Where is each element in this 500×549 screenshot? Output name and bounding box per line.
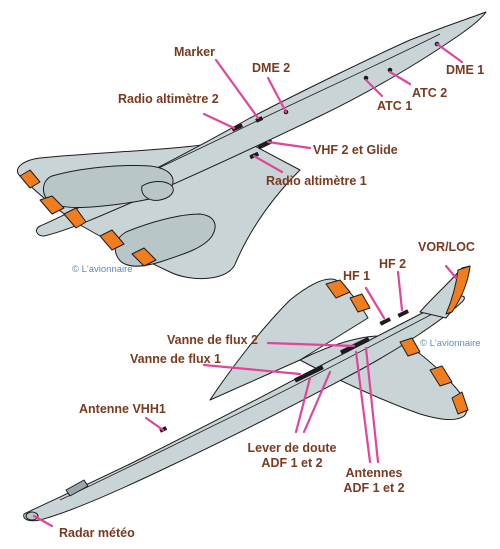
leader-radio-alt1 (252, 154, 284, 174)
label-lever-line1: Lever de doute (247, 441, 337, 455)
label-radio-alt2: Radio altimètre 2 (118, 92, 219, 106)
leader-vor-loc (444, 264, 458, 280)
bottom-elevon-1 (325, 279, 351, 299)
leader-hf2 (396, 270, 404, 312)
leader-radar (32, 514, 54, 528)
label-dme1: DME 1 (446, 63, 485, 77)
label-hf2: HF 2 (379, 257, 407, 271)
leader-antennes-b (364, 346, 380, 464)
label-vanne2: Vanne de flux 2 (167, 333, 259, 347)
label-radar: Radar météo (59, 526, 135, 540)
label-hf1: HF 1 (343, 269, 371, 283)
bottom-tail-rudder (445, 265, 471, 315)
top-elevon-3 (63, 207, 87, 229)
top-antenna-radio-alt2 (231, 123, 243, 132)
label-radio-alt1: Radio altimètre 1 (266, 174, 367, 188)
top-fairing (141, 181, 174, 201)
top-elevon-5 (131, 247, 157, 267)
label-atc2: ATC 2 (412, 86, 448, 100)
leader-lever-b (302, 370, 332, 434)
bottom-elevon-3 (399, 337, 421, 357)
leader-marker (214, 58, 260, 120)
leader-antennes-a (354, 350, 372, 464)
bottom-antenna-vanne1 (294, 365, 324, 383)
bottom-leader-lines (32, 264, 458, 528)
leader-dme1 (435, 42, 464, 64)
bottom-fuselage-line (59, 309, 441, 501)
leader-atc1 (364, 78, 384, 98)
bottom-cockpit (65, 479, 89, 497)
top-leader-lines (202, 42, 464, 174)
copyright-bottom: © L'avionnaire (420, 338, 481, 349)
leader-dme2 (266, 76, 288, 114)
bottom-antenna-hf2 (397, 309, 409, 318)
label-lever: Lever de doute ADF 1 et 2 (244, 441, 340, 471)
bottom-radar-dome (25, 511, 39, 521)
leader-atc2 (388, 70, 412, 86)
leader-vanne2 (266, 341, 356, 348)
bottom-aircraft (23, 265, 471, 522)
bottom-antenna-hf1 (379, 317, 391, 326)
leader-vhh1 (144, 416, 165, 432)
leader-vanne1 (202, 363, 302, 376)
label-vhf2-glide: VHF 2 et Glide (313, 143, 398, 157)
top-aircraft (17, 11, 487, 280)
leader-vhf2 (266, 140, 312, 150)
label-antennes-line1: Antennes (345, 466, 403, 480)
label-vanne1: Vanne de flux 1 (130, 352, 222, 366)
leader-radio-alt2 (202, 112, 236, 130)
label-marker: Marker (174, 45, 215, 59)
label-dme2: DME 2 (252, 61, 291, 75)
bottom-elevon-2 (349, 293, 371, 313)
bottom-elevon-5 (451, 391, 469, 415)
label-antennes-line2: ADF 1 et 2 (343, 481, 405, 495)
copyright-top: © L'avionnaire (72, 264, 133, 275)
label-vor-loc: VOR/LOC (418, 240, 475, 254)
top-elevon-2 (39, 195, 65, 215)
label-atc1: ATC 1 (377, 99, 413, 113)
label-lever-line2: ADF 1 et 2 (261, 456, 323, 470)
label-antennes: Antennes ADF 1 et 2 (326, 466, 422, 496)
leader-lever-a (294, 376, 312, 434)
top-elevon-1 (19, 169, 41, 189)
leader-hf1 (364, 286, 386, 320)
label-vhh1: Antenne VHH1 (79, 402, 166, 416)
top-elevon-4 (99, 229, 125, 251)
bottom-elevon-4 (429, 365, 453, 387)
